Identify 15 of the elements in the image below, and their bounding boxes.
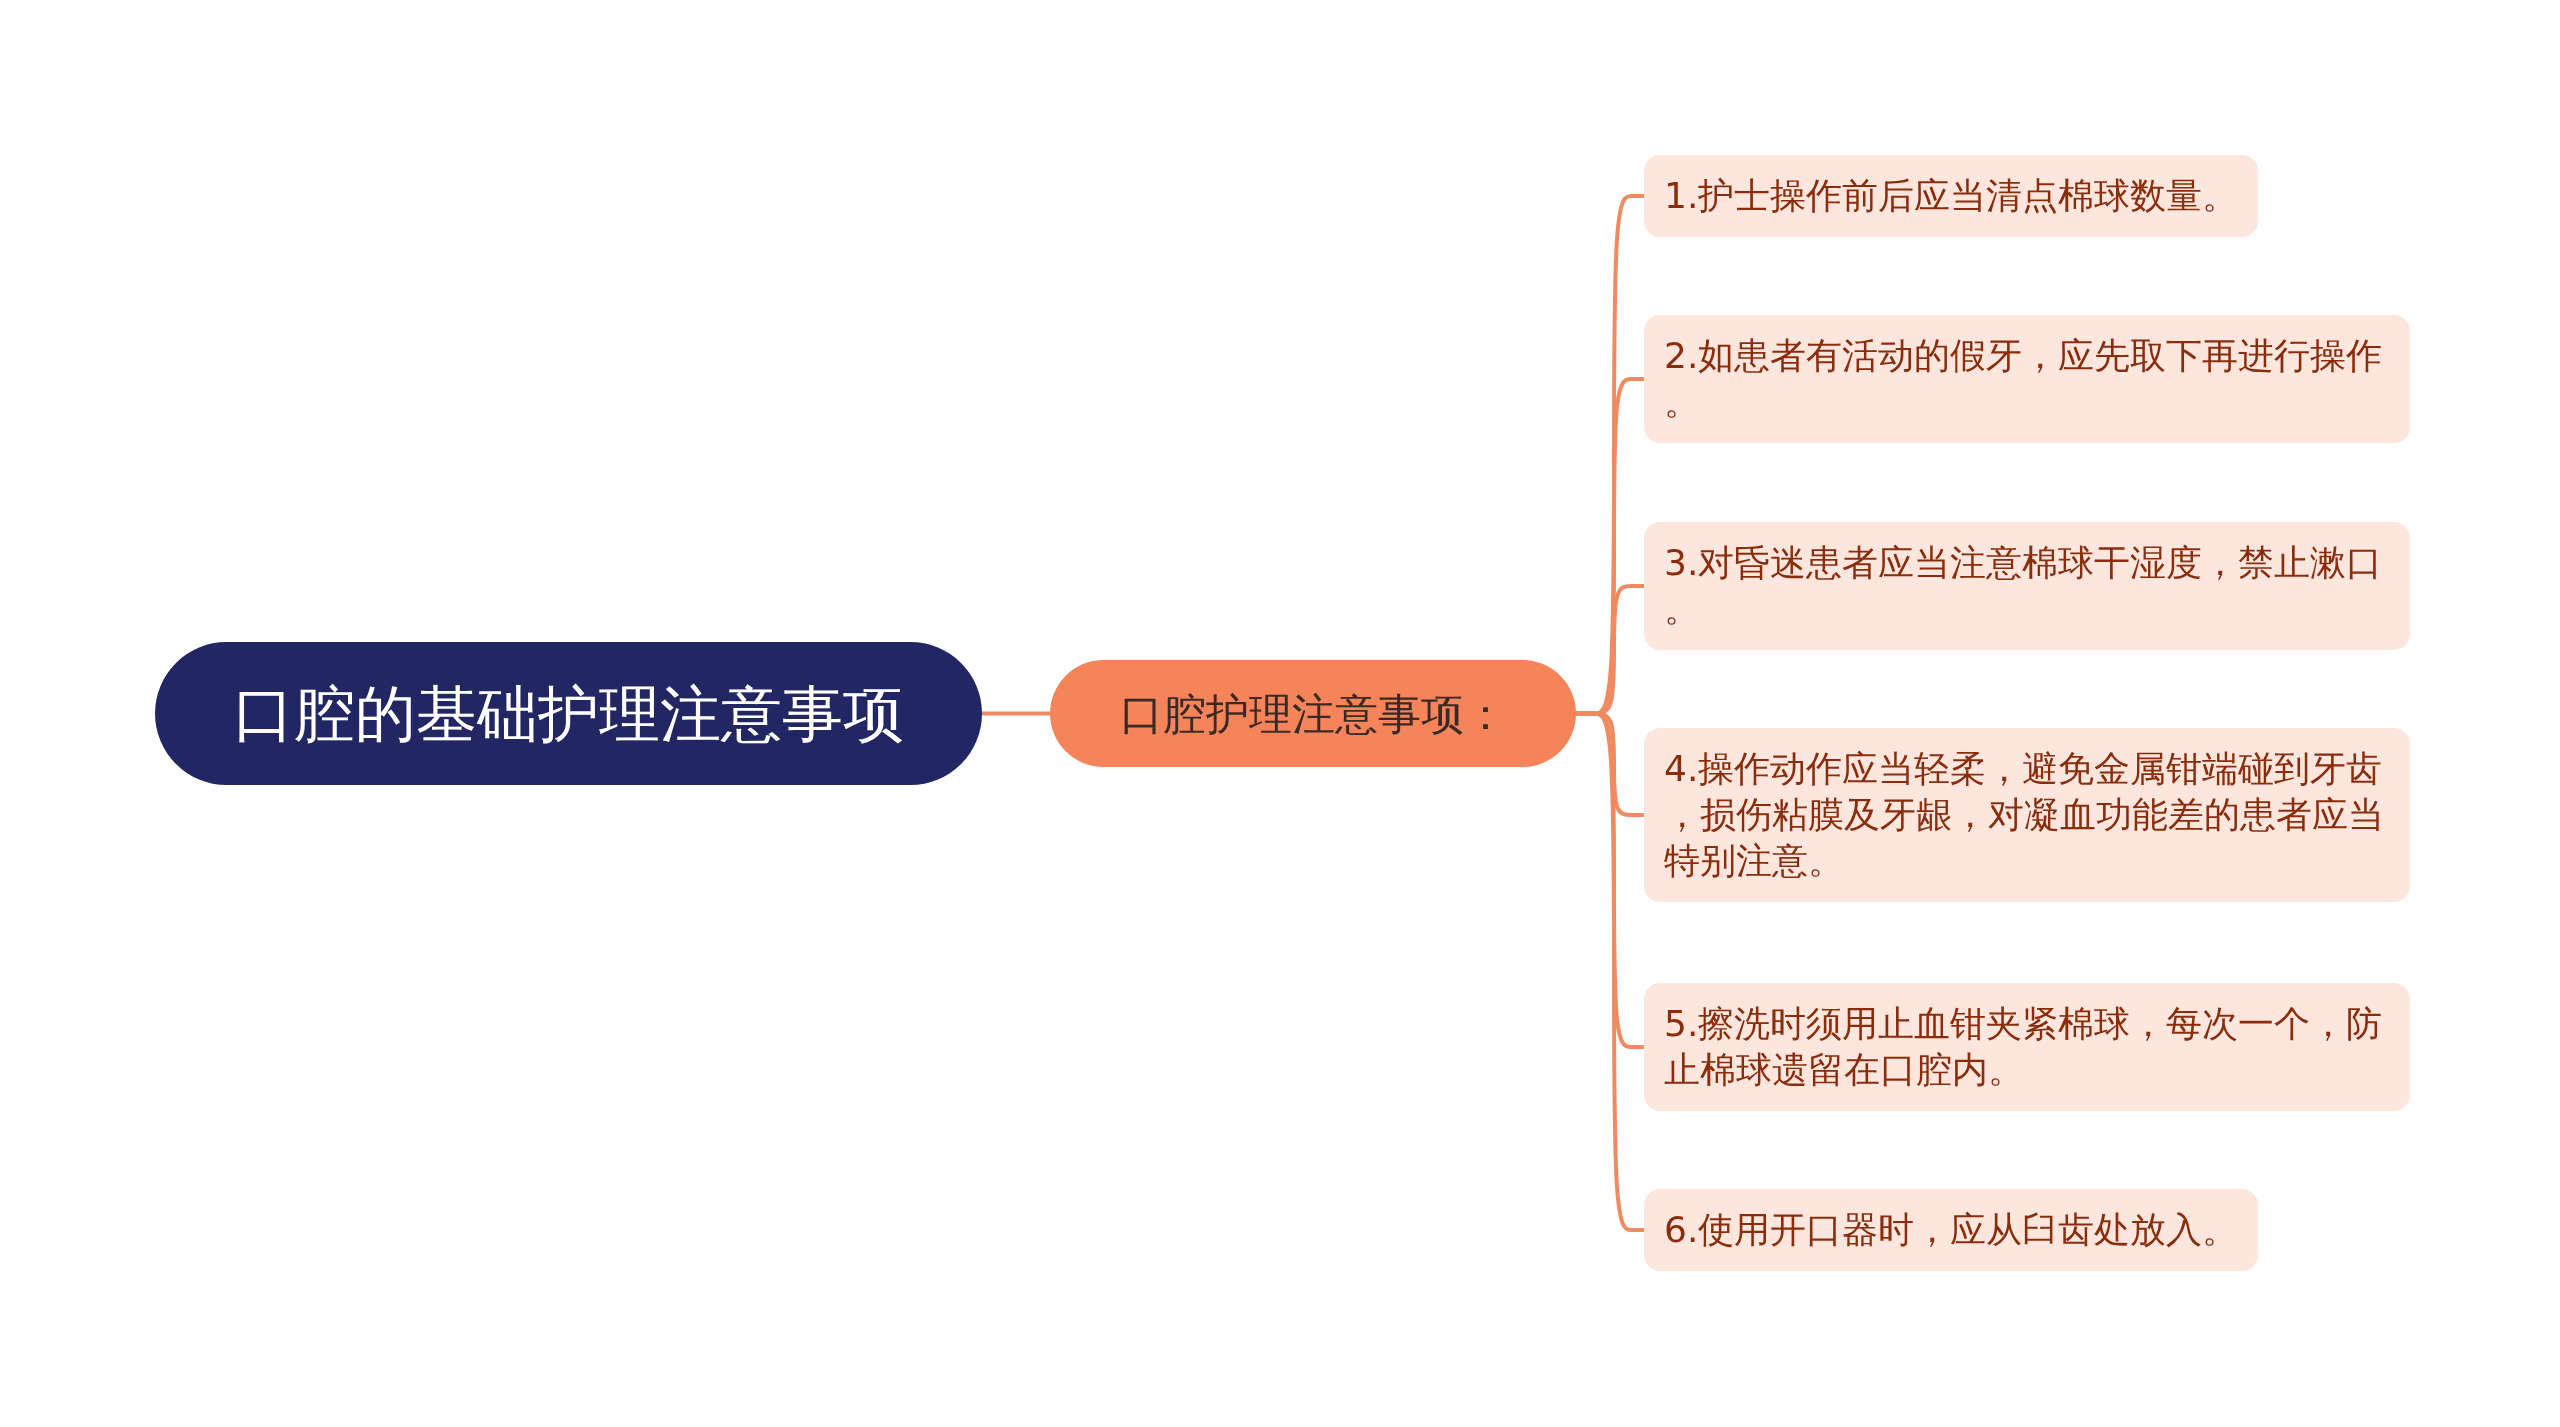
topic-text: 口腔的基础护理注意事项: [233, 677, 904, 750]
note-box: [1644, 522, 2410, 650]
note-box: [1644, 983, 2410, 1111]
note-text: 3.对昏迷患者应当注意棉球干湿度，禁止漱口。: [1664, 541, 2384, 631]
note-text: 6.使用开口器时，应从臼齿处放入。: [1664, 1208, 2239, 1252]
note-box: [1644, 155, 2259, 237]
branch-line: [982, 711, 1050, 716]
topic-text: 口腔护理注意事项：: [1119, 687, 1507, 741]
note-box: [1644, 728, 2410, 902]
note-text: 2.如患者有活动的假牙，应先取下再进行操作。: [1664, 334, 2384, 424]
note-box: [1644, 315, 2410, 443]
note-box: [1644, 1189, 2259, 1271]
note-text: 4.操作动作应当轻柔，避免金属钳端碰到牙齿，损伤粘膜及牙龈，对凝血功能差的患者应当特别注意。: [1664, 747, 2385, 883]
note-text: 5.擦洗时须用止血钳夹紧棉球，每次一个，防止棉球遗留在口腔内。: [1664, 1002, 2384, 1092]
note-text: 1.护士操作前后应当清点棉球数量。: [1664, 174, 2239, 218]
